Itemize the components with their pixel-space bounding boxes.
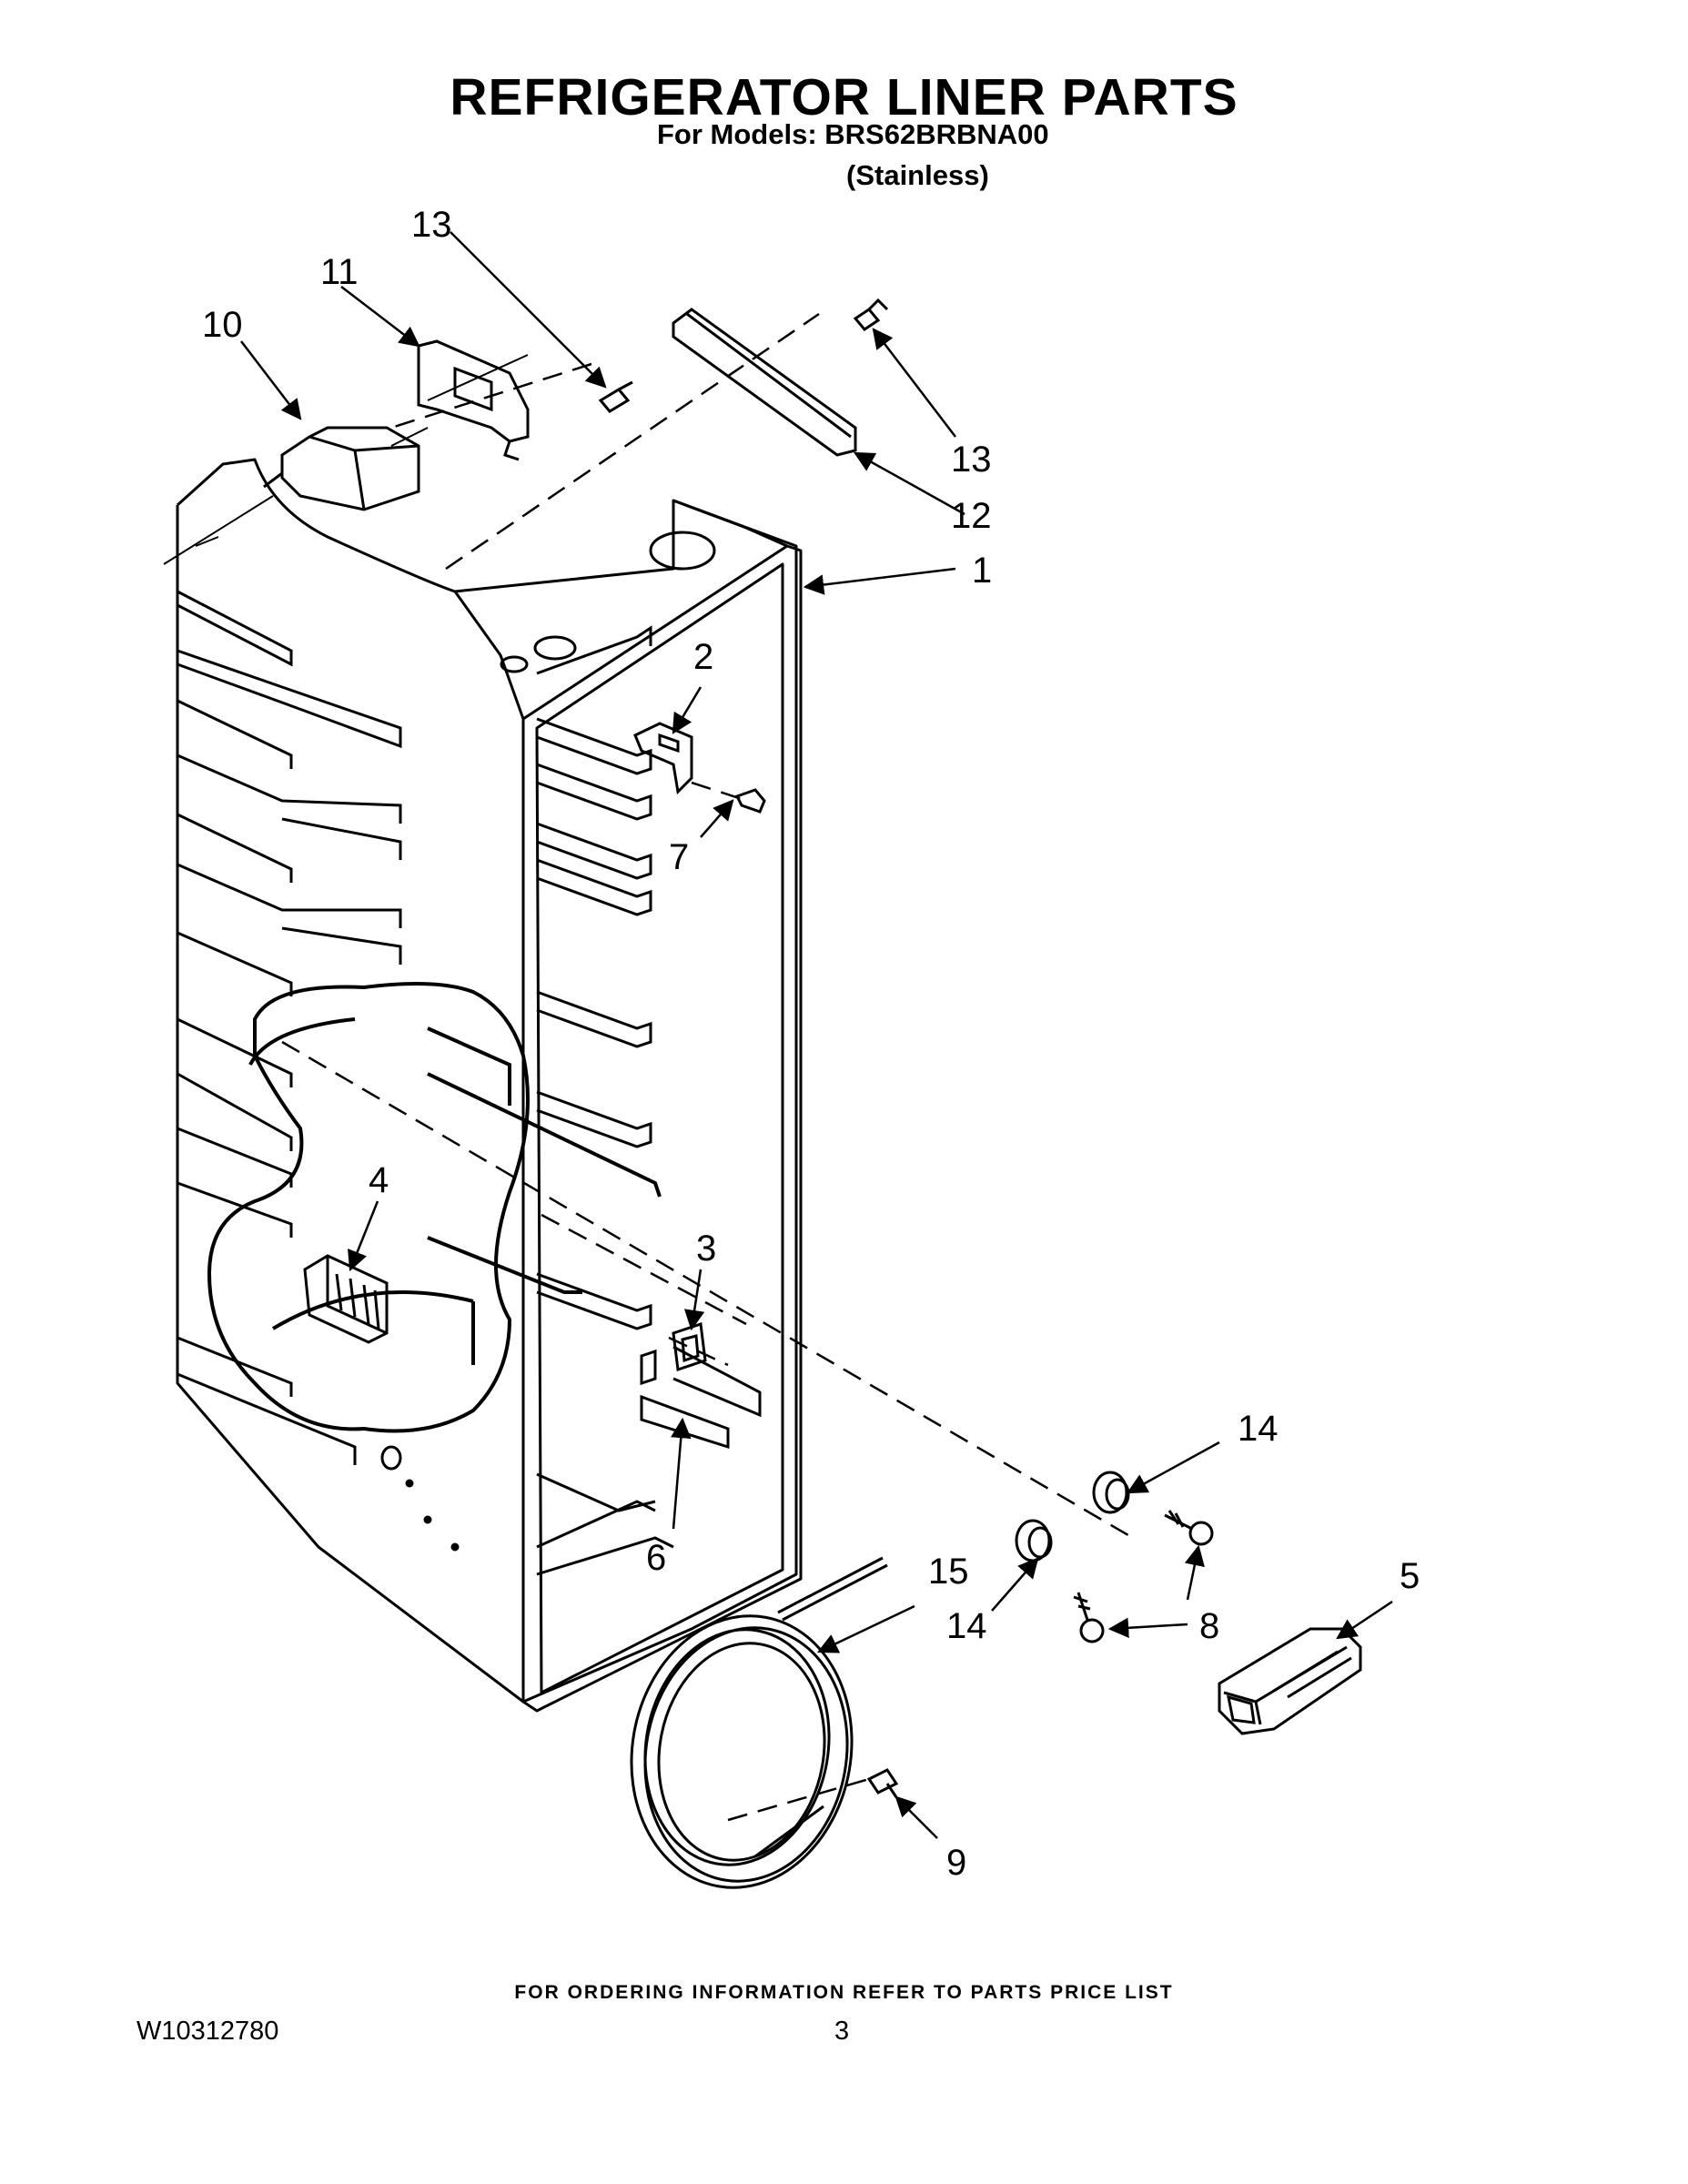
part-9-screw xyxy=(866,1768,899,1798)
cutaway-view xyxy=(207,982,662,1433)
part-10-11-leaders xyxy=(163,354,529,565)
part-6-bracket xyxy=(640,1349,730,1450)
part-14-grommet-lower xyxy=(1015,1519,1053,1562)
ordering-note: FOR ORDERING INFORMATION REFER TO PARTS … xyxy=(514,1982,1174,2003)
callout-9: 9 xyxy=(946,1843,966,1883)
part-2-bracket xyxy=(633,722,693,795)
callout-6: 6 xyxy=(646,1538,666,1578)
screw-13-right xyxy=(853,298,889,331)
part-15-tubing xyxy=(630,1556,888,1889)
callout-2: 2 xyxy=(693,637,713,677)
part-12-strip xyxy=(672,308,857,457)
callout-14-upper: 14 xyxy=(1238,1409,1279,1449)
callout-10: 10 xyxy=(202,305,243,345)
liner-lower-features xyxy=(380,1445,674,1576)
assembly-lines xyxy=(281,312,1134,1822)
callout-5: 5 xyxy=(1400,1556,1420,1596)
finish-label: (Stainless) xyxy=(846,159,989,191)
callout-arrows xyxy=(240,231,1393,1839)
page-title: REFRIGERATOR LINER PARTS xyxy=(450,68,1238,126)
callout-11: 11 xyxy=(320,252,359,292)
models-line: For Models: BRS62BRBNA00 xyxy=(657,118,1049,150)
part-10-housing xyxy=(263,426,420,511)
screw-13-left xyxy=(598,380,633,413)
part-4-grille xyxy=(303,1254,389,1344)
callout-12: 12 xyxy=(951,496,992,536)
callout-labels: 1 2 3 4 5 6 7 8 9 10 11 12 13 13 14 14 1… xyxy=(202,205,1420,1883)
part-8-screw-upper xyxy=(1164,1510,1214,1546)
callout-14-lower: 14 xyxy=(946,1606,987,1646)
part-3-bracket xyxy=(672,1321,762,1418)
callout-13-right: 13 xyxy=(951,440,992,480)
part-11-bracket xyxy=(417,339,530,461)
inner-shelf-ribs xyxy=(536,625,652,1330)
screw-7 xyxy=(734,788,766,814)
part-14-grommet-upper xyxy=(1092,1471,1130,1514)
part-5-housing xyxy=(1218,1627,1362,1735)
callout-3: 3 xyxy=(696,1228,716,1269)
callout-7: 7 xyxy=(669,837,689,877)
callout-13-top: 13 xyxy=(411,205,452,245)
page-number: 3 xyxy=(834,2017,850,2046)
document-number: W10312780 xyxy=(136,2017,279,2046)
part-8-screw-lower xyxy=(1073,1592,1105,1643)
callout-8: 8 xyxy=(1199,1606,1219,1646)
callout-1: 1 xyxy=(972,551,992,591)
callout-4: 4 xyxy=(369,1160,389,1200)
callout-15: 15 xyxy=(928,1552,969,1592)
side-shelf-ribs xyxy=(177,590,402,1465)
